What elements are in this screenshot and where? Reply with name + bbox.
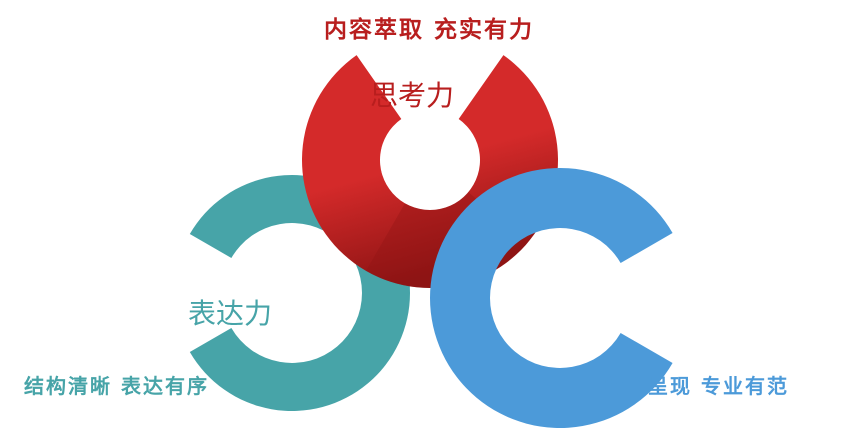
blue-ring-label: 呈现力 (568, 297, 653, 330)
diagram-title: 内容萃取 充实有力 (323, 17, 534, 43)
blue-ring-caption: 舞台呈现 专业有范 (604, 374, 789, 398)
teal-ring-caption: 结构清晰 表达有序 (24, 374, 209, 398)
teal-ring-label: 表达力 (188, 297, 273, 330)
red-ring-label: 思考力 (370, 79, 455, 112)
blue-ring-segment (430, 167, 673, 428)
